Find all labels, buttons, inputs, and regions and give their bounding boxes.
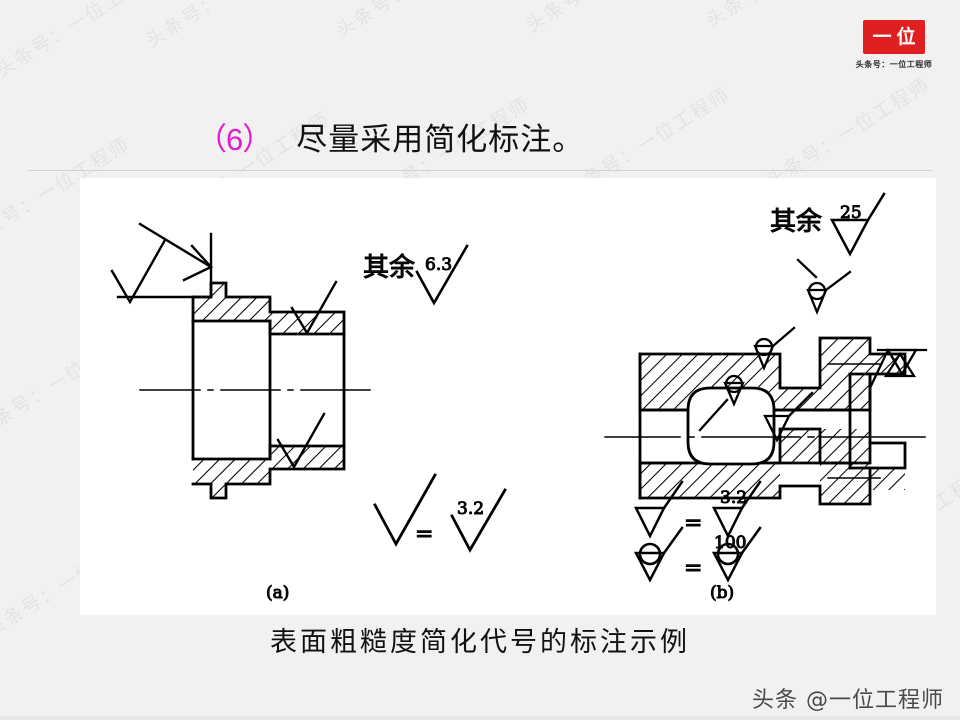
- figure-b-legend-row2-left-symbol: [633, 526, 684, 583]
- watermark-text: 头条号：一位工程师: [140, 0, 315, 53]
- technical-drawing-svg: 其余 6.3 = 3.2 (a): [110, 192, 928, 604]
- figure-a-note-prefix: 其余: [363, 253, 415, 283]
- title-number: （6）: [196, 122, 273, 157]
- figure-a-group: 其余 6.3 = 3.2 (a): [110, 222, 507, 604]
- figure-b-lower-outline: [638, 427, 907, 506]
- watermark-text: 头条号：一位工程师: [330, 0, 505, 43]
- footer-credit: 头条 @一位工程师: [752, 688, 944, 713]
- bottom-strip: [0, 716, 960, 720]
- callout-top-flange: [796, 258, 852, 316]
- callout-right-face: [868, 348, 928, 390]
- callout-inner-cavity: [698, 374, 745, 432]
- callout-top-step: [138, 222, 213, 282]
- figure-a-lower-hatch: [193, 446, 344, 498]
- callout-right-flange: [290, 280, 338, 336]
- callout-upper-left: [110, 238, 167, 305]
- figure-b-legend-row1-right-symbol: [711, 480, 762, 539]
- figure-a-legend-left-symbol: [373, 473, 437, 547]
- figure-a-legend-right-symbol: [450, 488, 507, 553]
- figure-panel: 其余 6.3 = 3.2 (a): [80, 178, 936, 615]
- title-text: 尽量采用简化标注。: [296, 122, 585, 158]
- figure-b-inner-cavity: [686, 386, 776, 466]
- watermark-text: 头条号：一位工程师: [0, 0, 165, 83]
- watermark-text: 头条号：一位工程师: [762, 74, 935, 193]
- logo-badge: 一位: [863, 20, 925, 54]
- figure-b-group: 其余 25: [604, 192, 928, 604]
- figure-b-note-value: 25: [840, 203, 862, 223]
- title-divider: [28, 170, 932, 171]
- figure-a-note-value: 6.3: [425, 255, 452, 275]
- figure-a-legend-right-value: 3.2: [457, 499, 484, 519]
- brand-logo: 一位 头条号：一位工程师: [846, 20, 942, 70]
- figure-b-legend-row1-value: 3.2: [720, 488, 747, 508]
- figure-b-legend-row1-left-symbol: [633, 480, 684, 539]
- figure-a-note-symbol: [415, 244, 469, 306]
- callout-lower-bore: [276, 412, 326, 470]
- figure-b-note-symbol: [829, 192, 886, 257]
- callout-center-face: [763, 391, 814, 443]
- figure-b-legend-row2-equals: =: [684, 556, 702, 581]
- figure-b-legend-row2-right-symbol: [711, 526, 762, 583]
- figure-b-legend-row1-equals: =: [684, 511, 702, 536]
- page-title: （6） 尽量采用简化标注。: [196, 114, 584, 159]
- figure-b-note-prefix: 其余: [770, 207, 822, 237]
- figure-b-label: (b): [710, 583, 734, 603]
- figure-a-legend-equals: =: [415, 522, 433, 547]
- figure-caption: 表面粗糙度简化代号的标注示例: [270, 627, 690, 658]
- callout-top-bore: [753, 326, 796, 372]
- watermark-text: 头条号：一位工程师: [520, 0, 695, 38]
- figure-a-label: (a): [266, 583, 289, 603]
- figure-b-flange-centerlines: [827, 363, 881, 479]
- logo-caption: 头条号：一位工程师: [855, 60, 933, 69]
